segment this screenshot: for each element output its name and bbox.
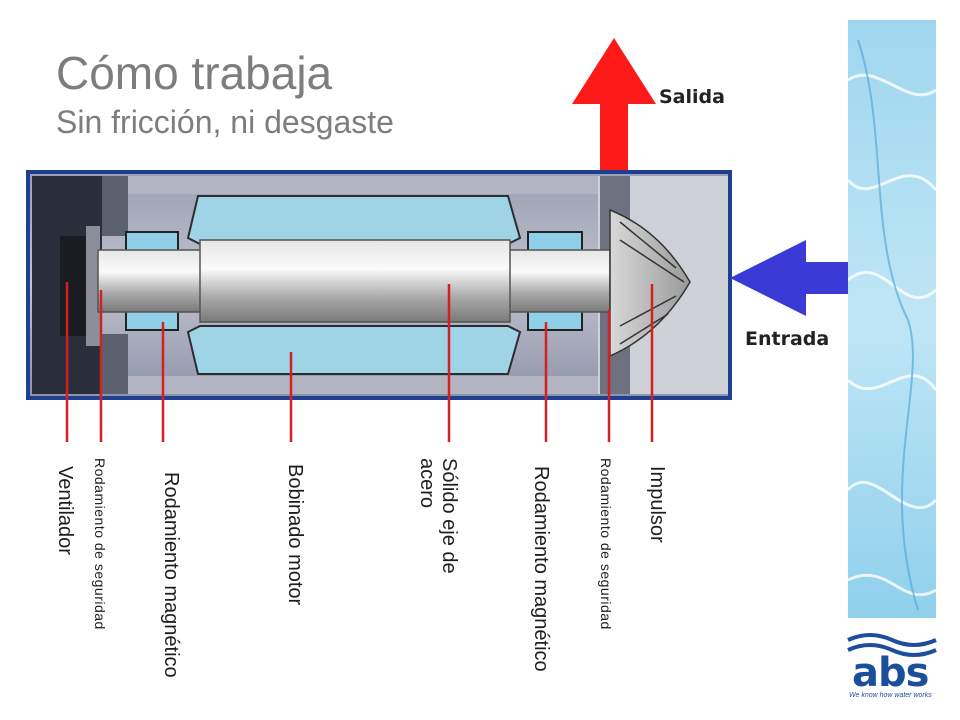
steel-shaft	[97, 239, 611, 323]
label-rodamiento-seguridad-2: Rodamiento de seguridad	[598, 458, 614, 630]
magnetic-bearing-right	[527, 231, 583, 331]
logo-tagline: We know how water works	[849, 692, 932, 699]
label-rodamiento-seguridad-1: Rodamiento de seguridad	[92, 458, 108, 630]
page-title: Cómo trabaja	[56, 47, 333, 99]
label-rodamiento-magnetico-2: Rodamiento magnético	[530, 466, 552, 672]
label-bobinado-motor: Bobinado motor	[284, 464, 306, 606]
label-impulsor: Impulsor	[646, 466, 668, 543]
label-eje-line2: acero	[416, 458, 438, 509]
label-ventilador: Ventilador	[54, 466, 76, 555]
magnetic-bearing-left	[125, 231, 179, 331]
label-eje-line1: Sólido eje de	[438, 458, 460, 574]
leader-lines	[65, 282, 654, 442]
abs-logo: abs	[846, 632, 938, 708]
outlet-arrow	[572, 38, 656, 176]
label-eje: Sólido eje de acero	[416, 458, 460, 574]
impeller	[609, 208, 691, 358]
outlet-label: Salida	[659, 86, 725, 108]
water-texture-image	[848, 20, 936, 618]
motor-winding	[186, 195, 522, 375]
abs-logo-graphic	[847, 633, 937, 657]
inlet-arrow	[730, 240, 848, 316]
page-subtitle: Sin fricción, ni desgaste	[56, 104, 394, 140]
inlet-label: Entrada	[745, 328, 830, 350]
logo-text: abs	[852, 650, 929, 696]
label-rodamiento-magnetico-1: Rodamiento magnético	[160, 472, 182, 678]
